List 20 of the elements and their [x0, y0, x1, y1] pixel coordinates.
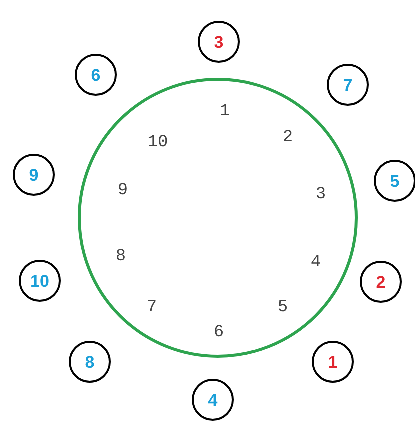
circle-number: 7: [343, 76, 353, 94]
circle-number: 2: [376, 274, 386, 290]
position-number: 8: [116, 248, 126, 266]
position-number: 7: [146, 300, 158, 316]
position-number: 6: [214, 324, 224, 342]
circle-number: 5: [390, 172, 400, 190]
position-number: 2: [282, 130, 294, 146]
position-number: 3: [316, 186, 326, 204]
position-number: 4: [310, 254, 322, 272]
circle-number: 3: [214, 34, 224, 50]
circle-number: 6: [91, 66, 101, 84]
position-number: 9: [118, 182, 128, 200]
circle-number: 10: [30, 272, 50, 290]
circle-number: 4: [208, 392, 218, 408]
circle-number: 9: [29, 166, 39, 184]
position-number: 5: [278, 300, 288, 316]
position-number: 1: [220, 104, 230, 120]
circle-number: 1: [328, 354, 338, 370]
circle-number: 8: [85, 354, 95, 370]
position-number: 10: [148, 134, 168, 152]
